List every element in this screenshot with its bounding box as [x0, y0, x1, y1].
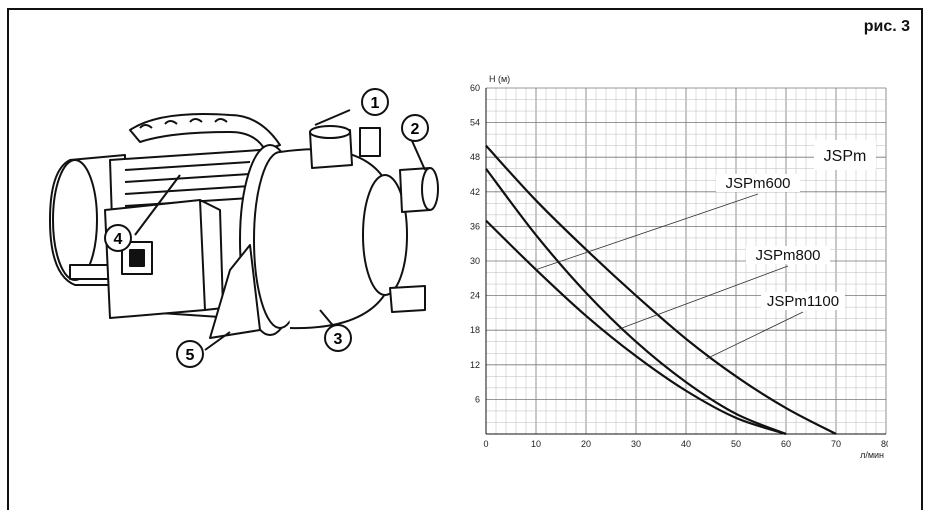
series-label-JSPm800: JSPm800 — [755, 247, 820, 264]
x-tick-label: 80 — [881, 439, 888, 449]
x-axis-label: л/мин — [860, 450, 884, 460]
series-label-JSPm600: JSPm600 — [725, 175, 790, 192]
y-tick-label: 24 — [470, 291, 480, 301]
x-tick-label: 0 — [483, 439, 488, 449]
callout-3: 3 — [334, 331, 343, 348]
x-tick-label: 40 — [681, 439, 691, 449]
series-line-JSPm800 — [485, 168, 787, 436]
title-box — [814, 140, 876, 170]
series-line-JSPm600 — [485, 219, 787, 436]
y-tick-label: 54 — [470, 118, 480, 128]
base-foot — [209, 244, 261, 339]
x-tick-label: 30 — [631, 439, 641, 449]
y-tick-label: 30 — [470, 256, 480, 266]
series-label-JSPm1100: JSPm1100 — [767, 293, 839, 310]
chart-series — [485, 144, 837, 436]
series-line-JSPm1100 — [485, 144, 837, 435]
performance-chart: 0 10 20 30 40 50 60 70 80 6 12 18 24 30 36 42 48 54 60 H (… — [470, 74, 888, 460]
y-tick-label: 42 — [470, 187, 480, 197]
series-leader-JSPm1100 — [705, 311, 804, 360]
pump-illustration: 1 2 3 4 5 — [49, 88, 439, 368]
chart-title: JSPm — [824, 148, 867, 165]
y-tick-label: 36 — [470, 221, 480, 231]
callout-1: 1 — [371, 95, 380, 112]
series-label-bg — [746, 246, 830, 264]
y-tick-label: 18 — [470, 325, 480, 335]
x-tick-label: 10 — [531, 439, 541, 449]
pump-callouts: 1 2 3 4 5 — [104, 88, 429, 368]
callout-4: 4 — [114, 231, 123, 248]
x-tick-label: 50 — [731, 439, 741, 449]
series-leader-JSPm600 — [535, 193, 759, 271]
control-box — [104, 199, 206, 319]
figure-label: рис. 3 — [863, 18, 910, 35]
series-label-bg — [761, 292, 845, 310]
y-tick-label: 12 — [470, 360, 480, 370]
x-tick-label: 20 — [581, 439, 591, 449]
y-tick-label: 6 — [475, 394, 480, 404]
callout-5: 5 — [186, 347, 195, 364]
x-tick-label: 70 — [831, 439, 841, 449]
chart-ticks: 0 10 20 30 40 50 60 70 80 6 12 18 24 30 36 42 48 54 60 — [470, 83, 888, 449]
handle — [129, 113, 281, 151]
y-axis-label: H (м) — [489, 74, 510, 84]
y-tick-label: 60 — [470, 83, 480, 93]
x-tick-label: 60 — [781, 439, 791, 449]
series-label-bg — [716, 174, 800, 192]
callout-2: 2 — [411, 121, 420, 138]
series-leader-JSPm800 — [615, 265, 789, 331]
figure-frame — [7, 8, 923, 510]
y-tick-label: 48 — [470, 152, 480, 162]
